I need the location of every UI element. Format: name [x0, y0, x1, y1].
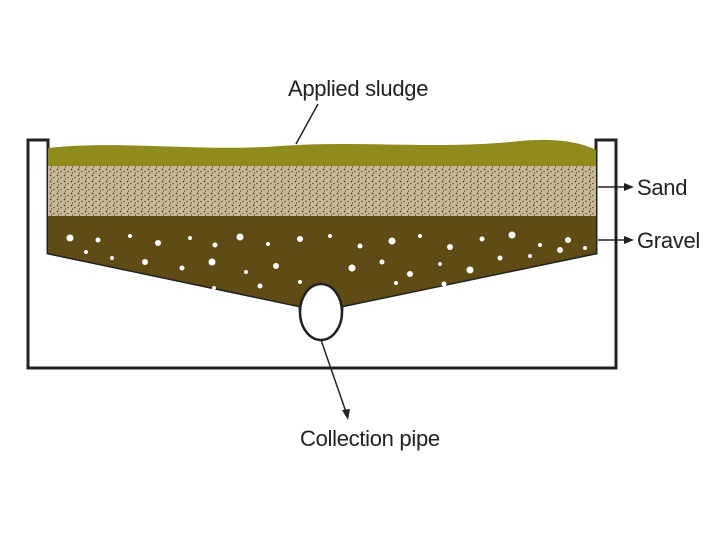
applied-sludge-leader	[295, 103, 319, 145]
gravel-dot	[388, 237, 396, 245]
gravel-dot	[155, 240, 161, 246]
gravel-dot	[394, 281, 398, 285]
gravel-dot	[212, 242, 218, 248]
gravel-arrowhead	[624, 236, 634, 244]
gravel-dots	[66, 231, 587, 290]
sludge-layer	[48, 139, 596, 166]
gravel-dot	[110, 256, 114, 260]
gravel-dot	[212, 286, 216, 290]
gravel-dot	[528, 254, 532, 258]
gravel-dot	[441, 281, 447, 287]
gravel-dot	[273, 263, 279, 269]
gravel-dot	[298, 280, 302, 284]
gravel-dot	[179, 265, 185, 271]
gravel-dot	[557, 247, 563, 253]
gravel-label: Gravel	[637, 228, 700, 253]
gravel-dot	[583, 246, 587, 250]
collection-pipe-label: Collection pipe	[300, 426, 440, 451]
sand-label: Sand	[637, 175, 687, 200]
gravel-dot	[438, 262, 442, 266]
collection-pipe	[298, 282, 344, 342]
gravel-dot	[142, 259, 148, 265]
gravel-dot	[95, 237, 101, 243]
gravel-dot	[379, 259, 385, 265]
gravel-dot	[236, 233, 244, 241]
gravel-dot	[328, 234, 332, 238]
gravel-dot	[257, 283, 263, 289]
gravel-dot	[66, 234, 74, 242]
gravel-dot	[479, 236, 485, 242]
gravel-dot	[244, 270, 248, 274]
gravel-dot	[407, 271, 413, 277]
gravel-dot	[128, 234, 132, 238]
gravel-dot	[357, 243, 363, 249]
gravel-layer	[48, 216, 596, 334]
gravel-dot	[565, 237, 571, 243]
gravel-dot	[447, 244, 453, 250]
gravel-dot	[84, 250, 88, 254]
gravel-dot	[297, 236, 303, 242]
gravel-dot	[188, 236, 192, 240]
collection-pipe-arrowhead	[342, 409, 350, 420]
gravel-dot	[466, 266, 474, 274]
collection-pipe-leader	[320, 339, 347, 413]
gravel-dot	[348, 264, 356, 272]
gravel-dot	[538, 243, 542, 247]
gravel-dot	[508, 231, 516, 239]
sand-layer	[48, 162, 596, 216]
gravel-dot	[497, 255, 503, 261]
gravel-dot	[208, 258, 216, 266]
applied-sludge-label: Applied sludge	[288, 76, 428, 101]
sand-arrowhead	[624, 183, 634, 191]
gravel-dot	[418, 234, 422, 238]
gravel-dot	[266, 242, 270, 246]
